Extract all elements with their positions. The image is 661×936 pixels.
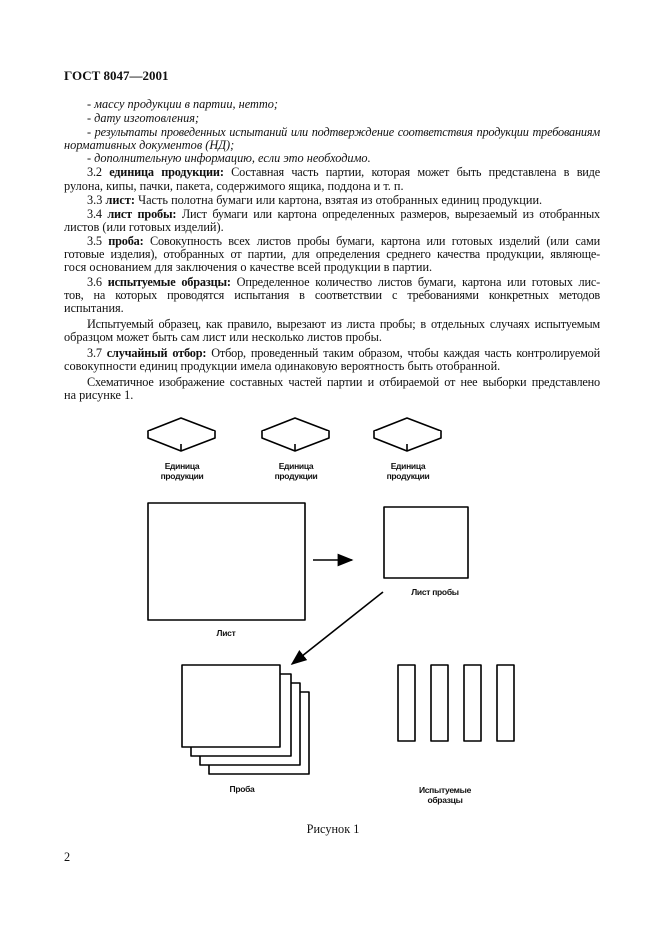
list-item: - дополнительную информацию, если это не…	[87, 151, 371, 165]
definition-text: Определенное количество листов бумаги, к…	[236, 275, 601, 289]
arrow-sample-sheet-to-sample	[290, 591, 384, 665]
definition-text: листов (или готовых изделий).	[64, 220, 224, 234]
definition-text: гося основанием для заключения о качеств…	[64, 260, 433, 274]
product-unit-icon	[373, 417, 442, 452]
clause-number: 3.2	[87, 165, 102, 179]
page-number: 2	[64, 850, 71, 864]
definition-text: совокупности единиц продукции имела один…	[64, 359, 501, 373]
sheet-rect	[147, 502, 306, 621]
sample-sheet-rect	[383, 506, 469, 579]
definition-3-6: 3.6 испытуемые образцы: Определенное кол…	[87, 276, 600, 289]
term: проба:	[108, 234, 144, 248]
sheet-label: Лист	[216, 628, 236, 638]
definition-text: рулона, кипы, пачки, пакета, содержимого…	[64, 179, 404, 193]
list-item-cont: нормативных документов (НД);	[64, 138, 235, 152]
paragraph: Испытуемый образец, как правило, вырезаю…	[87, 317, 600, 331]
definition-text: Лист бумаги или картона определенных раз…	[181, 207, 601, 221]
definition-3-2: 3.2 единица продукции: Составная часть п…	[87, 166, 600, 179]
specimen-strip	[430, 664, 449, 742]
paragraph: образцом может быть сам лист или несколь…	[64, 330, 382, 344]
specimen-strip	[397, 664, 416, 742]
definition-text: Отбор, проведенный таким образом, чтобы …	[211, 346, 601, 360]
list-item: - результаты проведенных испытаний или п…	[87, 125, 600, 139]
term: единица продукции:	[109, 165, 224, 179]
product-unit-icon	[261, 417, 330, 452]
list-item: - массу продукции в партии, нетто;	[87, 97, 279, 111]
term: лист пробы:	[107, 207, 177, 221]
list-item: - дату изготовления;	[87, 111, 200, 125]
definition-text: готовые изделия), отобранных от партии, …	[64, 247, 600, 261]
figure-caption: Рисунок 1	[306, 822, 360, 836]
clause-number: 3.4	[87, 207, 102, 221]
definition-text: испытания.	[64, 301, 124, 315]
sample-stack	[181, 664, 310, 775]
sample-label: Проба	[229, 784, 255, 794]
definition-text: Составная часть партии, которая может бы…	[231, 165, 600, 179]
definition-3-5: 3.5 проба: Совокупность всех листов проб…	[87, 235, 600, 248]
definition-3-4: 3.4 лист пробы: Лист бумаги или картона …	[87, 208, 600, 221]
term: лист:	[105, 193, 136, 207]
product-unit-icon	[147, 417, 216, 452]
term: случайный отбор:	[106, 346, 207, 360]
paragraph: Схематичное изображение составных частей…	[87, 375, 600, 389]
specimen-strip	[496, 664, 515, 742]
definition-3-7: 3.7 случайный отбор: Отбор, проведенный …	[87, 347, 600, 360]
definition-text: тов, на которых проводятся испытания в с…	[64, 288, 600, 302]
definition-3-3: 3.3 лист: Часть полотна бумаги или карто…	[87, 194, 600, 207]
specimen-strip	[463, 664, 482, 742]
paragraph: на рисунке 1.	[64, 388, 134, 402]
definition-text: Совокупность всех листов пробы бумаги, к…	[149, 234, 601, 248]
document-header: ГОСТ 8047—2001	[64, 68, 169, 83]
term: испытуемые образцы:	[107, 275, 231, 289]
definition-text: Часть полотна бумаги или картона, взятая…	[138, 193, 543, 207]
clause-number: 3.7	[87, 346, 102, 360]
clause-number: 3.6	[87, 275, 102, 289]
sample-sheet-label: Лист пробы	[411, 587, 459, 597]
clause-number: 3.5	[87, 234, 102, 248]
clause-number: 3.3	[87, 193, 103, 207]
